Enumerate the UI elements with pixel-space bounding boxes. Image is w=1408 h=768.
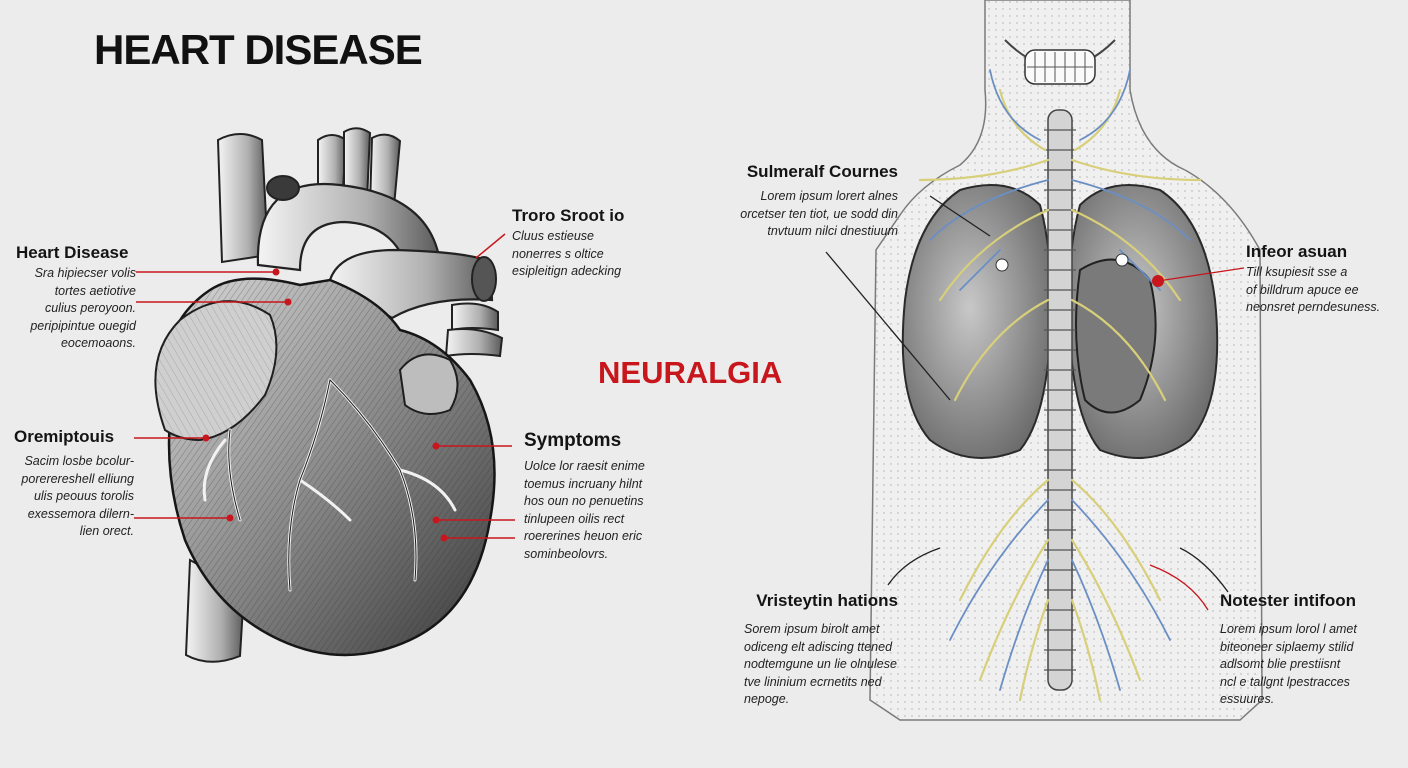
- label-line: tortes aetiotive: [54, 283, 136, 298]
- heart-label-top-right: Troro Sroot io Cluus estieuse nonerres s…: [512, 206, 624, 281]
- label-body: Lorem ipsum lorol l amet biteoneer sipla…: [1220, 621, 1357, 709]
- label-line: Lorem ipsum lorol l amet: [1220, 622, 1357, 636]
- label-heading: Notester intifoon: [1220, 591, 1356, 610]
- label-line: Sacim losbe bcolur-: [24, 454, 134, 468]
- label-heading: Vristeytin hations: [756, 591, 898, 610]
- heart-label-middle-left: Oremiptouis Sacim losbe bcolur- porerere…: [14, 427, 134, 541]
- label-body: Cluus estieuse nonerres s oltice esiplei…: [512, 228, 624, 281]
- label-line: lien orect.: [79, 524, 134, 538]
- label-line: Cluus estieuse: [512, 229, 594, 243]
- nerves-blue: [929, 69, 1191, 691]
- body-label-bottom-left: Vristeytin hations Sorem ipsum birolt am…: [736, 591, 898, 709]
- label-line: nodtemgune un lie olnulese: [744, 657, 897, 671]
- label-line: Sra hipiecser volis: [34, 266, 136, 280]
- label-line: culius peroyoon.: [44, 301, 136, 315]
- label-line: tnvtuum nilci dnestiuum: [767, 224, 898, 238]
- label-line: esipleitign adecking: [512, 264, 622, 278]
- label-line: sominbeolovrs.: [524, 546, 609, 561]
- label-line: Sorem ipsum birolt amet: [744, 622, 880, 636]
- label-body: Sra hipiecser volis tortes aetiotive cul…: [16, 265, 136, 353]
- label-heading: Sulmeralf Cournes: [746, 162, 898, 181]
- label-heading: Oremiptouis: [14, 427, 115, 446]
- label-line: roererines heuon eric: [524, 529, 643, 543]
- body-label-bottom-right: Notester intifoon Lorem ipsum lorol l am…: [1220, 591, 1357, 709]
- label-line: exessemora dilern-: [27, 506, 134, 521]
- main-title: HEART DISEASE: [94, 26, 423, 73]
- label-body: Uolce lor raesit enime toemus incruany h…: [524, 458, 645, 563]
- label-line: biteoneer siplaemy stilid: [1220, 639, 1354, 654]
- label-line: hos oun no penuetins: [524, 494, 644, 508]
- label-line: odiceng elt adiscing ttened: [744, 639, 893, 654]
- label-body: Sacim losbe bcolur- porerereshell elliun…: [14, 453, 134, 541]
- heart-label-top-left: Heart Disease Sra hipiecser volis tortes…: [16, 243, 136, 353]
- label-line: porerereshell elliung: [21, 471, 134, 486]
- label-heading: Symptoms: [524, 430, 622, 451]
- label-line: neonsret perndesuness.: [1246, 300, 1381, 314]
- nerves-yellow: [918, 88, 1202, 702]
- label-heading: Heart Disease: [16, 243, 129, 262]
- label-line: eocemoaons.: [60, 336, 136, 350]
- heart-label-symptoms: Symptoms Uolce lor raesit enime toemus i…: [524, 430, 645, 563]
- label-line: Lorem ipsum lorert alnes: [760, 189, 898, 203]
- label-body: Sorem ipsum birolt amet odiceng elt adis…: [736, 621, 898, 709]
- label-line: nonerres s oltice: [512, 246, 604, 261]
- label-line: Uolce lor raesit enime: [524, 459, 645, 473]
- label-body: Till ksupiesit sse a of billdrum apuce e…: [1246, 264, 1380, 317]
- torso-leader-lines: [825, 195, 1245, 611]
- body-label-top-left: Sulmeralf Cournes Lorem ipsum lorert aln…: [724, 162, 898, 241]
- heart-leader-lines: [134, 233, 515, 539]
- label-line: Till ksupiesit sse a: [1246, 265, 1348, 279]
- label-line: toemus incruany hilnt: [524, 476, 643, 491]
- torso-drawing: [869, 0, 1263, 721]
- body-label-top-right: Infeor asuan Till ksupiesit sse a of bil…: [1246, 242, 1380, 317]
- spine: [1044, 109, 1076, 691]
- label-line: ncl e tallgnt lpestracces: [1220, 674, 1350, 689]
- label-line: of billdrum apuce ee: [1246, 282, 1359, 297]
- label-line: orcetser ten tiot, ue sodd din: [740, 206, 898, 221]
- label-line: adlsomt blie prestiisnt: [1220, 657, 1341, 671]
- label-heading: Troro Sroot io: [512, 206, 625, 225]
- label-line: tve lininium ecrnetits ned: [744, 674, 882, 689]
- label-line: essuures.: [1220, 692, 1275, 706]
- label-heading: Infeor asuan: [1246, 242, 1348, 261]
- label-line: nepoge.: [744, 692, 790, 706]
- secondary-title: NEURALGIA: [598, 355, 783, 390]
- label-line: peripipintue ouegid: [30, 318, 136, 333]
- heart-drawing: [154, 127, 504, 663]
- label-line: ulis peouus torolis: [33, 489, 134, 503]
- label-line: tinlupeen oilis rect: [524, 511, 625, 526]
- label-body: Lorem ipsum lorert alnes orcetser ten ti…: [724, 188, 898, 241]
